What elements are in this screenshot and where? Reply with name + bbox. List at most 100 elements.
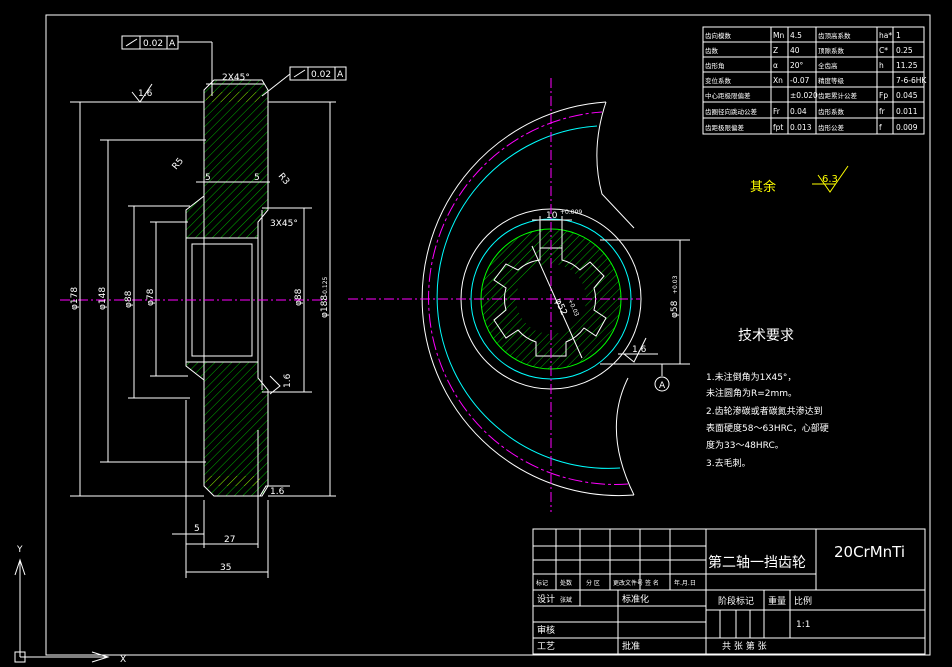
param-cell: Fr [773, 107, 781, 116]
param-cell: 全齿高 [818, 61, 838, 70]
param-cell: h [879, 61, 884, 70]
svg-text:签 名: 签 名 [645, 579, 659, 587]
param-cell: 中心距极限偏差 [705, 91, 751, 100]
drawing-frame [45, 14, 931, 656]
roughness-symbol-remaining: 6.3 [812, 165, 849, 193]
param-cell: 精度等级 [818, 76, 845, 85]
param-cell: ha* [879, 31, 892, 40]
roughness-symbol-mid: 1.6 [269, 373, 293, 395]
svg-text:批准: 批准 [622, 640, 640, 652]
svg-text:0.02: 0.02 [143, 39, 163, 49]
param-cell: Fp [879, 91, 888, 100]
svg-text:X: X [120, 655, 126, 665]
ucs-icon[interactable]: Y X [14, 545, 126, 665]
param-cell: Mn [773, 31, 784, 40]
svg-text:5: 5 [254, 173, 260, 183]
param-cell: α [773, 61, 778, 70]
param-cell: f [879, 123, 882, 132]
param-cell: 0.009 [896, 123, 918, 132]
param-cell: 齿形公差 [818, 123, 845, 132]
roughness-symbol-bottom: 1.6 [259, 485, 290, 497]
svg-text:标记: 标记 [536, 579, 548, 587]
svg-text:φ188: φ188 [320, 295, 330, 318]
geometric-tolerance-frame-2: 0.02 A [261, 66, 347, 97]
svg-text:分 区: 分 区 [586, 579, 600, 587]
param-cell: 20° [790, 61, 804, 70]
svg-text:度为33～48HRC。: 度为33～48HRC。 [706, 439, 784, 451]
svg-text:表面硬度58～63HRC，心部硬: 表面硬度58～63HRC，心部硬 [706, 422, 829, 434]
svg-text:φ88: φ88 [124, 290, 134, 308]
param-cell: 齿圈径向跳动公差 [705, 107, 758, 116]
svg-text:比例: 比例 [794, 595, 812, 607]
svg-text:+0.009: +0.009 [560, 209, 582, 216]
param-cell: 0.045 [896, 91, 918, 100]
param-cell: 11.25 [896, 61, 918, 70]
svg-text:5: 5 [194, 524, 200, 534]
svg-text:5: 5 [205, 173, 211, 183]
chamfer-bore-label: 3X45° [270, 219, 298, 229]
param-cell: 齿顶高系数 [818, 31, 851, 40]
param-cell: ±0.020 [790, 91, 818, 100]
svg-text:年.月.日: 年.月.日 [674, 579, 696, 587]
svg-text:2.齿轮渗碳或者碳氮共渗达到: 2.齿轮渗碳或者碳氮共渗达到 [706, 405, 823, 417]
remaining-roughness-label: 其余 [750, 179, 776, 195]
param-cell: 变位系数 [705, 76, 732, 85]
radius-right-label: R3 [276, 172, 291, 188]
geometric-tolerance-frame-1: 0.02 A [121, 35, 213, 96]
svg-text:+0.03: +0.03 [672, 275, 679, 294]
svg-text:未注圆角为R=2mm。: 未注圆角为R=2mm。 [706, 387, 797, 399]
param-cell: 齿形角 [705, 61, 725, 70]
svg-text:重量: 重量 [768, 595, 786, 607]
tech-req-title: 技术要求 [738, 328, 794, 344]
title-block: 第二轴一挡齿轮 20CrMnTi 标记 处数 分 区 更改文件号 签 名 年.月… [532, 528, 926, 655]
param-cell: 齿形系数 [818, 107, 845, 116]
svg-text:张斌: 张斌 [560, 596, 572, 604]
svg-text:1.未注倒角为1X45°，: 1.未注倒角为1X45°， [706, 371, 796, 383]
technical-requirements: 技术要求 1.未注倒角为1X45°， 未注圆角为R=2mm。 2.齿轮渗碳或者碳… [706, 328, 829, 469]
param-cell: 齿距极限偏差 [705, 123, 745, 132]
svg-text:A: A [169, 39, 176, 49]
gear-section-view: 0.02 A 0.02 A 1.6 1.6 1.6 2X45 [60, 35, 347, 578]
svg-text:φ88: φ88 [294, 288, 304, 306]
svg-text:3.去毛刺。: 3.去毛刺。 [706, 457, 751, 469]
svg-text:审核: 审核 [537, 624, 555, 636]
svg-text:更改文件号: 更改文件号 [613, 579, 643, 587]
svg-text:1.6: 1.6 [632, 345, 647, 355]
svg-text:φ178: φ178 [70, 287, 80, 310]
svg-text:阶段标记: 阶段标记 [718, 595, 754, 607]
svg-text:φ78: φ78 [146, 288, 156, 306]
param-cell: 40 [790, 46, 800, 55]
svg-text:1.6: 1.6 [283, 373, 293, 388]
param-cell: Xn [773, 76, 783, 85]
scale-value: 1:1 [796, 620, 810, 630]
param-cell: fr [879, 107, 886, 116]
param-cell: C* [879, 46, 888, 55]
datum-label: A [659, 381, 666, 391]
gear-front-view: 10 +0.009 φ52 +0.03 φ58 +0.03 1.6 A [348, 78, 690, 512]
param-cell: 顶隙系数 [818, 46, 845, 55]
param-cell: -0.07 [790, 76, 810, 85]
param-cell: 1 [896, 31, 901, 40]
param-cell: 0.25 [896, 46, 913, 55]
svg-text:A: A [337, 70, 344, 80]
svg-text:-0.125: -0.125 [322, 276, 329, 296]
svg-text:27: 27 [224, 535, 235, 545]
part-name: 第二轴一挡齿轮 [708, 554, 806, 571]
roughness-symbol-top: 1.6 [131, 83, 153, 103]
param-cell: fpt [773, 123, 783, 132]
param-cell: 0.013 [790, 123, 812, 132]
param-cell: 齿距累计公差 [818, 91, 858, 100]
chamfer-top-label: 2X45° [222, 73, 250, 83]
svg-text:1.6: 1.6 [138, 89, 153, 99]
param-cell: 0.011 [896, 107, 918, 116]
svg-text:+0.03: +0.03 [566, 298, 580, 318]
radius-left-label: R5 [171, 156, 186, 172]
svg-text:1.6: 1.6 [270, 487, 285, 497]
param-cell: 齿向模数 [705, 31, 732, 40]
svg-text:标准化: 标准化 [622, 593, 649, 605]
svg-text:工艺: 工艺 [537, 641, 555, 652]
svg-text:处数: 处数 [560, 579, 572, 587]
svg-text:共 张 第 张: 共 张 第 张 [722, 640, 767, 652]
